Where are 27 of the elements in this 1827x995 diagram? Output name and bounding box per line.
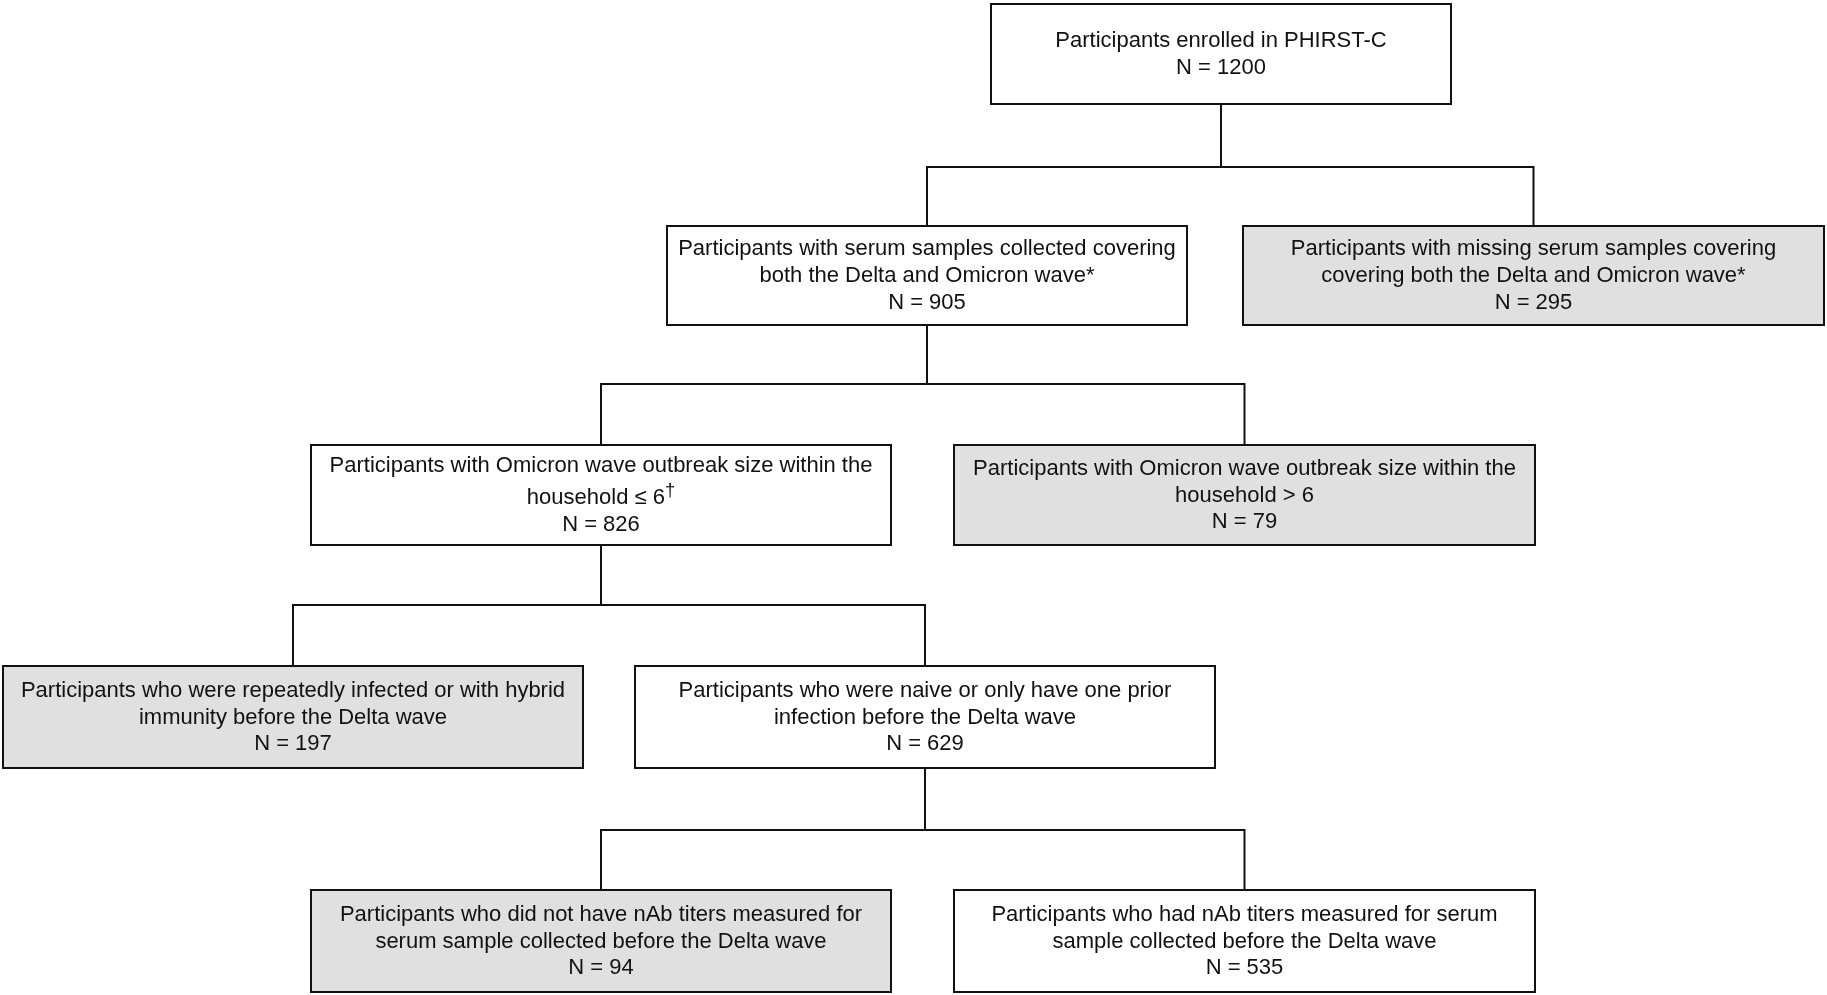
process-box	[990, 3, 1452, 105]
process-box	[953, 889, 1536, 993]
excluded-box	[2, 665, 584, 769]
box-description: Participants with Omicron wave outbreak size within the household > 6	[972, 454, 1517, 509]
participant-count: N = 905	[887, 288, 967, 316]
excluded-box	[1242, 225, 1825, 326]
process-box	[634, 665, 1216, 769]
box-description: Participants with Omicron wave outbreak size within the household ≤ 6$^{†}$	[328, 452, 874, 512]
participant-count: N = 94	[567, 954, 635, 982]
box-description: Participants enrolled in PHIRST-C	[1054, 27, 1388, 54]
participant-count: N = 1200	[1175, 54, 1267, 81]
process-box	[666, 225, 1188, 326]
participant-count: N = 629	[885, 730, 965, 758]
excluded-box	[310, 889, 892, 993]
box-description: Participants who had nAb titers measured for serum sample collected before the Delta wave	[990, 900, 1499, 955]
box-description: Participants who did not have nAb titers measured for serum sample collected before the Delta wave	[338, 900, 864, 955]
participant-count: N = 197	[253, 730, 333, 758]
participant-count: N = 295	[1493, 288, 1574, 316]
box-description: Participants with serum samples collected covering both the Delta and Omicron wave*	[677, 235, 1177, 289]
process-box	[310, 444, 892, 546]
box-description: Participants who were naive or only have one prior infection before the Delta wave	[677, 676, 1173, 731]
participant-count: N = 535	[1204, 954, 1285, 982]
box-description: Participants who were repeatedly infected or with hybrid immunity before the Delta wave	[19, 676, 567, 731]
participant-count: N = 79	[1210, 508, 1279, 536]
excluded-box	[953, 444, 1536, 546]
participant-count: N = 826	[561, 511, 641, 538]
box-description: Participants with missing serum samples covering covering both the Delta and Omicron wave*	[1289, 235, 1778, 289]
